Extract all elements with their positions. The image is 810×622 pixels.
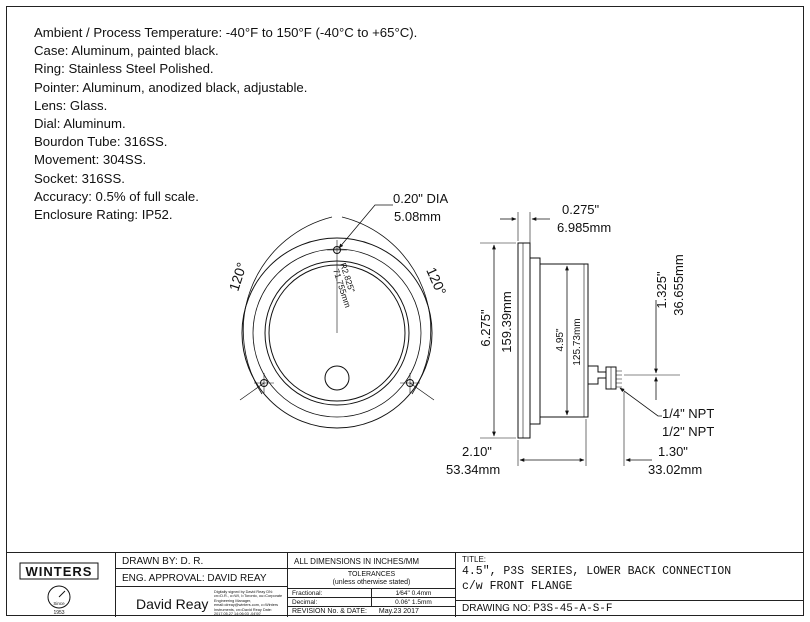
logo-since: Since [53,601,65,606]
overall-height-mm-label: 159.39mm [499,291,514,352]
case-dia-label: 4.95" [555,328,566,351]
signature: David Reay [136,596,209,612]
drawing-number-label: DRAWING NO: [462,603,531,614]
revision-label: REVISION No. & DATE: [292,608,367,615]
all-dimensions-cell: ALL DIMENSIONS IN INCHES/MM [288,553,456,569]
title-cell: TITLE: 4.5", P3S SERIES, LOWER BACK CONN… [456,553,804,601]
revision-cell: REVISION No. & DATE: May.23 2017 [288,607,456,617]
drawing-number: P3S-45-A-S-F [533,603,613,615]
case-body [539,263,589,418]
front-view [239,204,435,429]
npt-quarter-label: 1/4" NPT [662,406,714,421]
fractional-label: Fractional: [288,589,372,598]
spec-line: Enclosure Rating: IP52. [34,207,173,223]
conn-length-label: 1.30" [658,444,688,459]
overall-height-label: 6.275" [478,309,493,347]
spec-line: Dial: Aluminum. [34,116,126,132]
spec-line: Ambient / Process Temperature: -40°F to … [34,25,418,40]
conn-length-mm-label: 33.02mm [648,462,702,477]
angle-label-left: 120° [226,260,250,292]
spec-line: Socket: 316SS. [34,170,125,186]
decimal-value: 0.06" 1.5mm [372,598,456,607]
flange-thickness-mm-label: 6.985mm [557,220,611,235]
drawing-number-cell: DRAWING NO: P3S-45-A-S-F [456,601,804,617]
tolerances-cell: TOLERANCES (unless otherwise stated) [288,569,456,589]
pointer-hub-circle [324,365,350,391]
npt-half-label: 1/2" NPT [662,424,714,439]
technical-drawing: 120° 120° 0.20" DIA 5.08mm R2.825" 71.75… [226,191,715,477]
depth-mm-label: 53.34mm [446,462,500,477]
conn-offset-mm-label: 36.655mm [671,254,686,315]
title-block: WINTERS Since 1953 DRAWN BY: D. R. ENG. … [6,552,804,617]
spec-line: Pointer: Aluminum, anodized black, adjus… [34,79,308,95]
drawing-frame [6,6,804,616]
front-flange [517,242,531,439]
depth-label: 2.10" [462,444,492,459]
hole-dia-label: 0.20" DIA [393,191,449,206]
angle-arc-left [242,216,333,395]
spec-line: Ring: Stainless Steel Polished. [34,61,214,77]
title-line-2: c/w FRONT FLANGE [462,580,573,593]
signature-cell: David Reay Digitally signed by David Rea… [116,587,288,617]
logo-text: WINTERS [26,564,93,579]
logo-year: 1953 [53,610,64,616]
drawn-by-cell: DRAWN BY: D. R. [116,553,288,569]
spec-line: Case: Aluminum, painted black. [34,43,219,59]
tolerances-heading: TOLERANCES [347,571,396,578]
spec-line: Bourdon Tube: 316SS. [34,134,168,150]
hole-dia-mm-label: 5.08mm [394,209,441,224]
spec-list: Ambient / Process Temperature: -40°F to … [34,24,417,224]
decimal-label: Decimal: [288,598,372,607]
bezel-ring [529,257,541,425]
eng-approval-cell: ENG. APPROVAL: DAVID REAY [116,569,288,587]
flange-thickness-label: 0.275" [562,202,600,217]
signature-note: Digitally signed by David Reay DN: cn=D.… [214,590,283,617]
spec-line: Movement: 304SS. [34,152,147,168]
case-dia-mm-label: 125.73mm [572,318,583,365]
title-line-1: 4.5", P3S SERIES, LOWER BACK CONNECTION [462,565,732,578]
spec-line: Accuracy: 0.5% of full scale. [34,188,199,204]
outer-flange-circle [241,237,433,429]
npt-thread [616,370,622,388]
title-label: TITLE: [462,555,487,564]
fractional-value: 1⁄64" 0.4mm [372,589,456,598]
tolerances-note: (unless otherwise stated) [332,579,411,586]
winters-logo: WINTERS Since 1953 [19,562,99,616]
logo-cell: WINTERS Since 1953 [6,553,116,617]
conn-offset-label: 1.325" [654,271,669,309]
revision-date: May.23 2017 [378,608,419,615]
spec-line: Lens: Glass. [34,97,108,113]
angle-label-right: 120° [423,265,449,298]
angle-arc-right [341,216,432,395]
side-view [480,212,680,466]
gauge-emblem-icon [47,585,71,609]
